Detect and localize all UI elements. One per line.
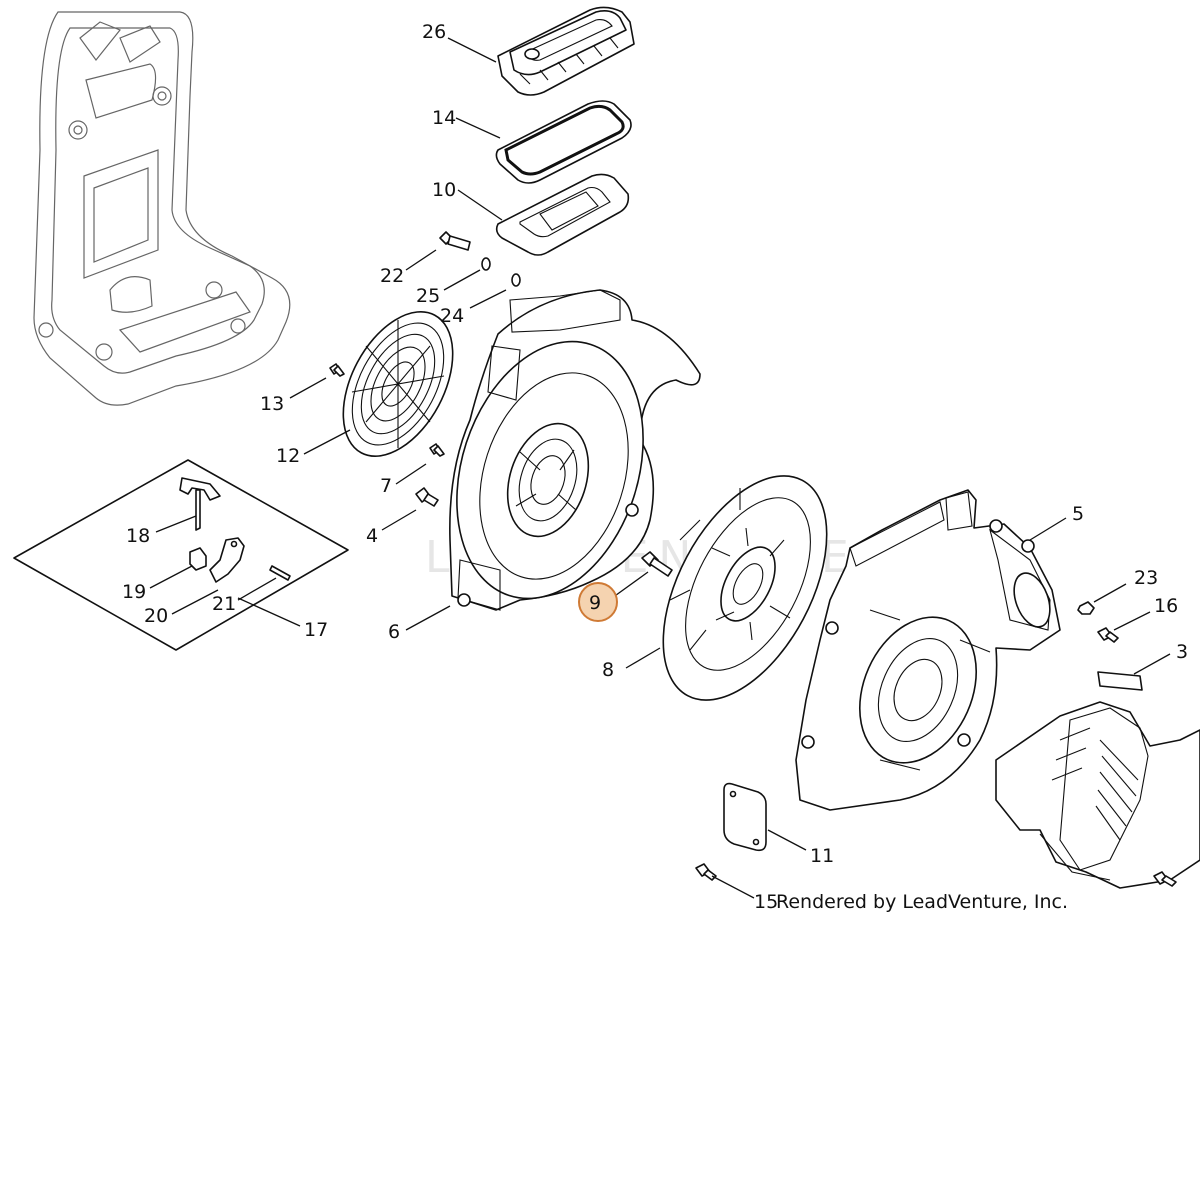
callout-23: 23	[1134, 567, 1158, 589]
cover-plate-part	[723, 782, 767, 852]
callout-22: 22	[380, 265, 404, 287]
bolt-9-part	[641, 551, 673, 577]
callout-21: 21	[212, 593, 236, 615]
callout-8: 8	[602, 659, 614, 681]
callout-12: 12	[276, 445, 300, 467]
screw-right-part	[1153, 871, 1177, 887]
callout-19: 19	[122, 581, 146, 603]
screw-16-part	[1097, 627, 1119, 643]
callout-14: 14	[432, 107, 456, 129]
callout-24: 24	[440, 305, 464, 327]
back-frame-part	[33, 11, 291, 406]
air-filter-cover-part	[497, 6, 635, 96]
screw-13-part	[329, 363, 345, 377]
callout-17: 17	[304, 619, 328, 641]
fan-housing-part	[449, 289, 701, 611]
callout-9: 9	[589, 592, 601, 614]
callout-15: 15	[754, 891, 778, 913]
screw-7-part	[429, 443, 445, 457]
callout-3: 3	[1176, 641, 1188, 663]
callout-5: 5	[1072, 503, 1084, 525]
kit-17-panel	[13, 459, 349, 651]
callout-20: 20	[144, 605, 168, 627]
callout-6: 6	[388, 621, 400, 643]
callout-18: 18	[126, 525, 150, 547]
label-3-part	[1097, 671, 1143, 691]
callout-4: 4	[366, 525, 378, 547]
highlight-circle-9	[578, 582, 618, 622]
callout-16: 16	[1154, 595, 1178, 617]
engine-cover-part	[995, 701, 1200, 889]
pin-21-part	[269, 565, 291, 581]
leader-lines	[149, 37, 1171, 899]
filter-base-part	[495, 173, 630, 256]
bracket-20-part	[209, 537, 245, 583]
washer-25-part	[481, 257, 491, 271]
callout-26: 26	[422, 21, 446, 43]
callout-13: 13	[260, 393, 284, 415]
screw-15-part	[695, 863, 717, 881]
impeller-fan-part	[662, 475, 828, 701]
callout-11: 11	[810, 845, 834, 867]
bolt-4-part	[415, 487, 439, 507]
washer-24-part	[511, 273, 521, 287]
callout-10: 10	[432, 179, 456, 201]
credit-text: Rendered by LeadVenture, Inc.	[776, 891, 1068, 913]
intake-grille-part	[342, 311, 454, 457]
filter-element-part	[495, 100, 632, 184]
callout-7: 7	[380, 475, 392, 497]
main-housing-part	[795, 489, 1061, 811]
nut-23-part	[1077, 601, 1095, 615]
clip-19-part	[189, 547, 207, 571]
callout-25: 25	[416, 285, 440, 307]
bolt-22-part	[439, 231, 471, 251]
